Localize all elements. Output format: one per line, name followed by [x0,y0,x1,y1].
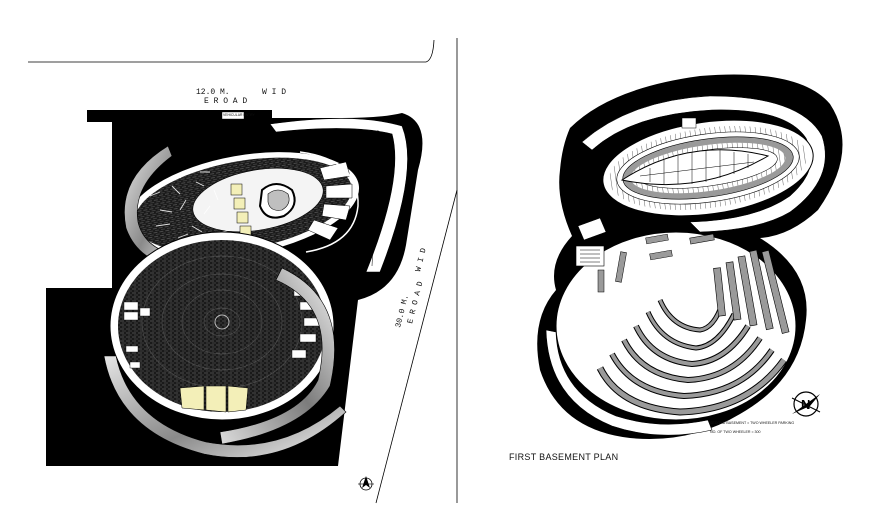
lens-grid [639,150,755,184]
north-road-name: E R O A D [204,97,247,106]
basement-note-line-2: NO. OF TWO WHEELER = 300 [710,430,761,434]
mid-stall-blocks [597,233,715,293]
central-fountain [214,314,230,330]
east-road-wid: W I D [414,247,429,273]
east-road-edge [375,189,458,504]
gate-label: VEHICULAR ENTRY [223,113,256,117]
upper-right-bays [307,161,353,241]
upper-oval-courtyard [192,168,324,232]
basement-north-arrow-icon: N [791,391,821,417]
lower-left-ramp [545,329,713,436]
north-road-wid: W I D [262,88,286,97]
bottom-curved-wall [103,355,347,458]
central-lens-island [620,149,770,186]
upper-ramp-band [581,95,826,233]
north-road-edge [28,39,435,63]
basement-note-line-1: SECOND BASEMENT = TWO WHEELER PARKING [710,421,794,425]
north-letter: N [801,397,810,412]
right-stall-strips [713,249,790,334]
site-north-arrow-icon [358,476,374,491]
basement-plan-title: FIRST BASEMENT PLAN [509,452,618,462]
lower-ring-lines [141,255,303,389]
core-block [575,245,605,267]
basement-plan: SECOND BASEMENT = TWO WHEELER PARKING NO… [509,74,843,462]
lower-left-rooms [123,301,151,369]
north-road-width: 12.0 M. [196,88,230,97]
lower-highlight-units [179,385,249,413]
site-plan: VEHICULAR ENTRY 12.0 M. W I D E R O A D … [28,38,458,504]
lower-parking-arcs [596,298,787,416]
ramp-pocket [577,217,607,241]
lift-pocket [681,117,697,129]
plot-notch [87,110,101,122]
curved-boundary-wall [269,118,408,273]
entry-gate [221,111,245,120]
